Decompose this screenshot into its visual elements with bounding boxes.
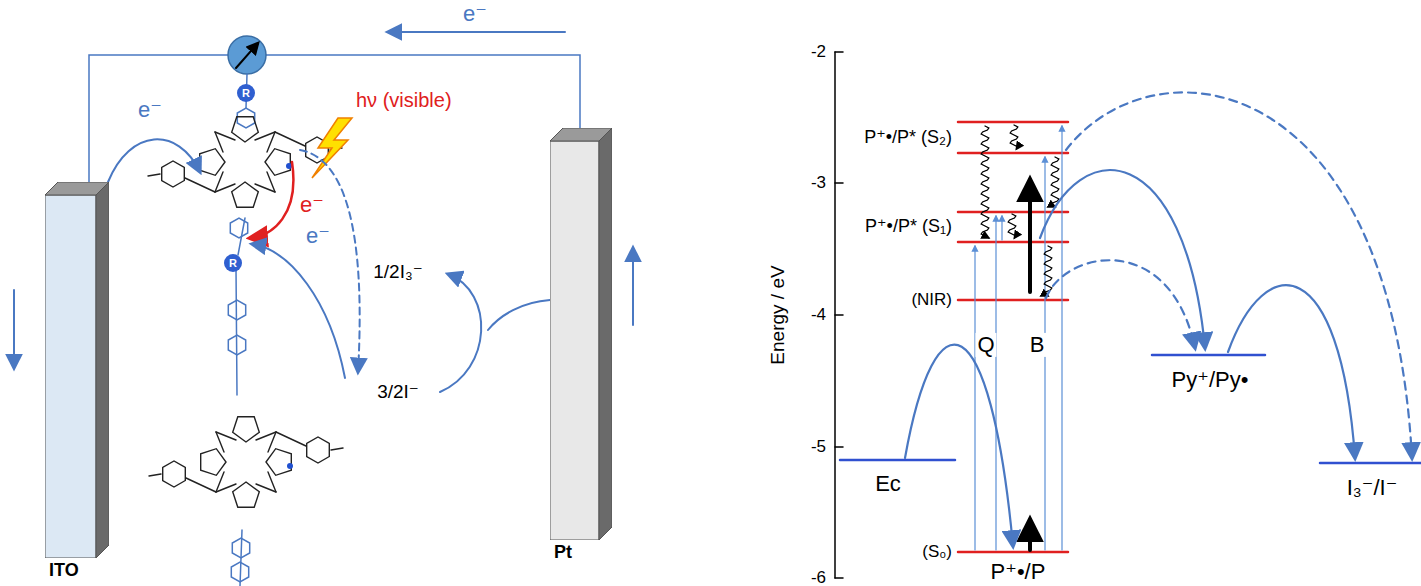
redox-cycle-arrow [440, 274, 481, 392]
ring [228, 335, 245, 355]
text-label: I₃⁻/I⁻ [1347, 476, 1398, 500]
pt-electrode: Pt [550, 128, 612, 540]
electron-flow-arrow [388, 31, 565, 33]
slab-face [45, 195, 96, 558]
absorption-arrow [975, 126, 1062, 550]
excitation-arrow [1028, 180, 1032, 550]
text-label: -4 [811, 306, 826, 325]
pyrrole-ring [200, 149, 225, 176]
pyrrole-ring [233, 482, 260, 507]
text-label: e⁻ [300, 193, 324, 217]
pyrrole-ring [232, 182, 259, 207]
electrode-label: Pt [554, 543, 572, 563]
text-label: B [1028, 333, 1047, 357]
electrode-label: ITO [49, 561, 79, 581]
porphyrin-energy-level [958, 122, 1068, 552]
current-arrow [632, 248, 634, 325]
slab-face [550, 141, 599, 540]
redox-cycle-arrow [488, 300, 550, 330]
pyrrole-ring [233, 417, 260, 442]
radical-dot [287, 463, 293, 469]
pyrrole-ring [266, 449, 291, 476]
relaxation-arrow [981, 125, 1059, 296]
slab-side [96, 182, 109, 558]
ring [163, 461, 186, 487]
text-label: Ec [875, 472, 901, 496]
current-arrow [13, 290, 15, 368]
text-label: e⁻ [463, 2, 487, 26]
slab-side [599, 128, 612, 540]
text-label: Q [975, 333, 996, 357]
text-label: e⁻ [138, 98, 162, 122]
text-label: (NIR) [911, 291, 952, 310]
electrode-slab [550, 128, 612, 540]
text-label: (S₀) [922, 543, 952, 562]
electron-arrow-dashed [300, 150, 360, 372]
pyrrole-ring [232, 117, 259, 142]
text-label: e⁻ [304, 224, 332, 248]
text-label: P⁺•/P* (S₂) [864, 128, 952, 148]
ring [228, 300, 245, 320]
electron-transfer-arrow [905, 92, 1412, 546]
electron-arrow [252, 244, 345, 378]
text-label: -5 [811, 438, 826, 457]
meter-symbol [228, 36, 266, 74]
ring [231, 562, 248, 582]
energy-axis [835, 52, 843, 578]
pyrrole-ring [201, 449, 226, 476]
text-label: 1/2I₃⁻ [373, 262, 422, 283]
text-label: Py⁺/Py• [1172, 368, 1249, 392]
ring [162, 161, 185, 187]
circuit-wire [89, 55, 580, 182]
electron-arrow [250, 162, 293, 238]
linker-label: R [242, 87, 250, 99]
light-bolt [312, 118, 352, 178]
axis-title: Energy / eV [768, 265, 789, 364]
text-label: hν (visible) [356, 89, 452, 111]
ring [230, 218, 247, 238]
electrode-slab [45, 182, 109, 558]
text-label: -6 [811, 569, 826, 586]
text-label: P⁺•/P [991, 560, 1046, 584]
linker-circle: R [224, 254, 242, 272]
text-label: P⁺•/P* (S₁) [865, 217, 952, 237]
linker-label: R [229, 257, 237, 269]
text-label: -2 [811, 43, 826, 62]
electron-arrow [108, 139, 200, 182]
linker-circle: R [237, 84, 255, 102]
meter-needle [236, 43, 258, 68]
ito-electrode: ITO [45, 182, 109, 558]
pyrrole-ring [265, 149, 290, 176]
text-label: -3 [811, 174, 826, 193]
ring [307, 437, 330, 463]
ring [232, 538, 249, 558]
text-label: 3/2I⁻ [377, 382, 419, 403]
bipyridine-linker [228, 74, 254, 586]
ring [237, 108, 254, 128]
acceptor-energy-level [840, 355, 1421, 463]
